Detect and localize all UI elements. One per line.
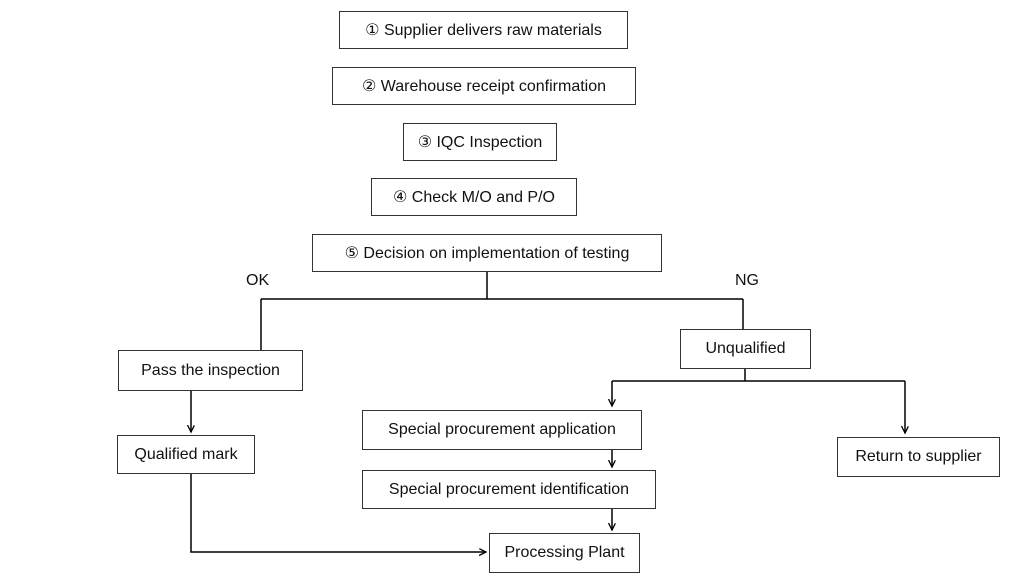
qualified-to-plant-arrow — [190, 474, 486, 552]
step-3-label: ③ IQC Inspection — [417, 134, 543, 151]
step-5-box: ⑤ Decision on implementation of testing — [312, 234, 662, 272]
special-procurement-identification-box: Special procurement identification — [362, 470, 656, 509]
step-5-label: ⑤ Decision on implementation of testing — [344, 245, 630, 262]
special-procurement-identification-label: Special procurement identification — [388, 480, 630, 498]
special-procurement-application-box: Special procurement application — [362, 410, 642, 450]
pass-inspection-label: Pass the inspection — [141, 361, 280, 379]
qualified-mark-box: Qualified mark — [117, 435, 255, 474]
processing-plant-box: Processing Plant — [489, 533, 640, 573]
step-2-label: ② Warehouse receipt confirmation — [361, 78, 607, 95]
ok-label: OK — [246, 272, 270, 289]
unqualified-label: Unqualified — [705, 340, 786, 357]
unqualified-box: Unqualified — [680, 329, 811, 369]
return-to-supplier-label: Return to supplier — [855, 448, 982, 465]
step-2-box: ② Warehouse receipt confirmation — [332, 67, 636, 105]
step-1-box: ① Supplier delivers raw materials — [339, 11, 628, 49]
step-3-box: ③ IQC Inspection — [403, 123, 557, 161]
step-4-label: ④ Check M/O and P/O — [393, 189, 555, 206]
step-1-label: ① Supplier delivers raw materials — [365, 22, 602, 39]
return-to-supplier-box: Return to supplier — [837, 437, 1000, 477]
processing-plant-label: Processing Plant — [504, 544, 625, 561]
special-procurement-application-label: Special procurement application — [388, 421, 616, 438]
qualified-mark-label: Qualified mark — [134, 445, 238, 463]
ng-label: NG — [735, 272, 759, 289]
step-4-box: ④ Check M/O and P/O — [371, 178, 577, 216]
pass-inspection-box: Pass the inspection — [118, 350, 303, 391]
